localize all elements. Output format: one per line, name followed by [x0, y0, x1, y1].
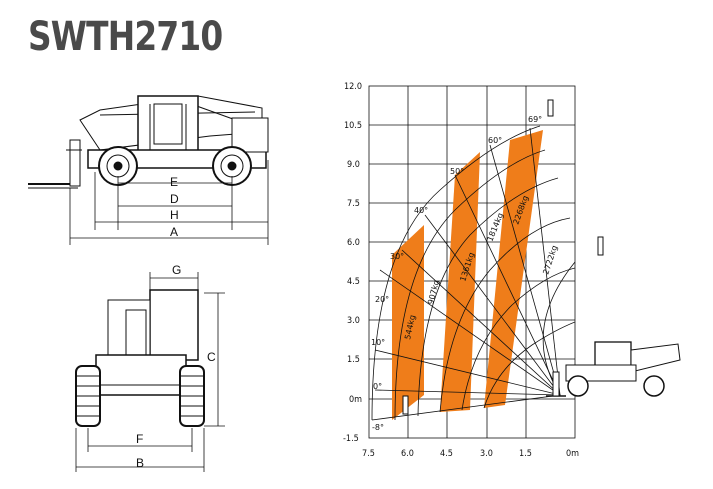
boom-angle-label: 0°	[373, 382, 382, 391]
dimension-label-h: H	[170, 208, 179, 222]
capacity-band-2268kg	[484, 130, 543, 408]
y-tick-label: 10.5	[344, 121, 362, 131]
x-tick-label: 1.5	[519, 449, 532, 459]
dimension-label-c: C	[207, 350, 216, 364]
dimension-label-g: G	[172, 263, 181, 277]
y-tick-label: 9.0	[347, 160, 360, 170]
dimension-label-e: E	[170, 175, 178, 189]
boom-angle-label: 60°	[488, 136, 502, 145]
boom-angle-label: 30°	[390, 252, 404, 261]
boom-angle-label: 40°	[414, 206, 428, 215]
side-view-telehandler	[28, 95, 269, 245]
boom-angle-label: 69°	[528, 115, 542, 124]
capacity-label-2722kg: 2722kg	[541, 244, 559, 275]
capacity-band-1361kg	[440, 152, 480, 412]
y-tick-label: 12.0	[344, 82, 362, 92]
boom-angle-label: 10°	[371, 338, 385, 347]
x-tick-label: 6.0	[401, 449, 414, 459]
x-tick-label: 0m	[566, 449, 579, 459]
page-title: SWTH2710	[28, 14, 223, 60]
boom-angle-label: 50°	[450, 167, 464, 176]
y-tick-label: 1.5	[347, 355, 360, 365]
x-tick-label: 3.0	[480, 449, 493, 459]
front-view-telehandler	[75, 272, 225, 472]
y-tick-label: 3.0	[347, 316, 360, 326]
y-tick-label: -1.5	[343, 434, 359, 444]
y-tick-label: 6.0	[347, 238, 360, 248]
boom-angle-label: 20°	[375, 295, 389, 304]
dimension-label-b: B	[136, 456, 144, 470]
x-tick-label: 7.5	[362, 449, 375, 459]
y-tick-label: 0m	[349, 395, 362, 405]
capacity-label-907kg: 907kg	[426, 279, 441, 305]
boom-angle-label: -8°	[372, 423, 384, 432]
y-tick-label: 7.5	[347, 199, 360, 209]
x-tick-label: 4.5	[440, 449, 453, 459]
dimension-label-f: F	[136, 432, 143, 446]
y-tick-label: 4.5	[347, 277, 360, 287]
dimension-label-d: D	[170, 192, 179, 206]
dimension-label-a: A	[170, 225, 178, 239]
load-chart	[368, 85, 681, 439]
load-chart-machine	[402, 99, 681, 415]
